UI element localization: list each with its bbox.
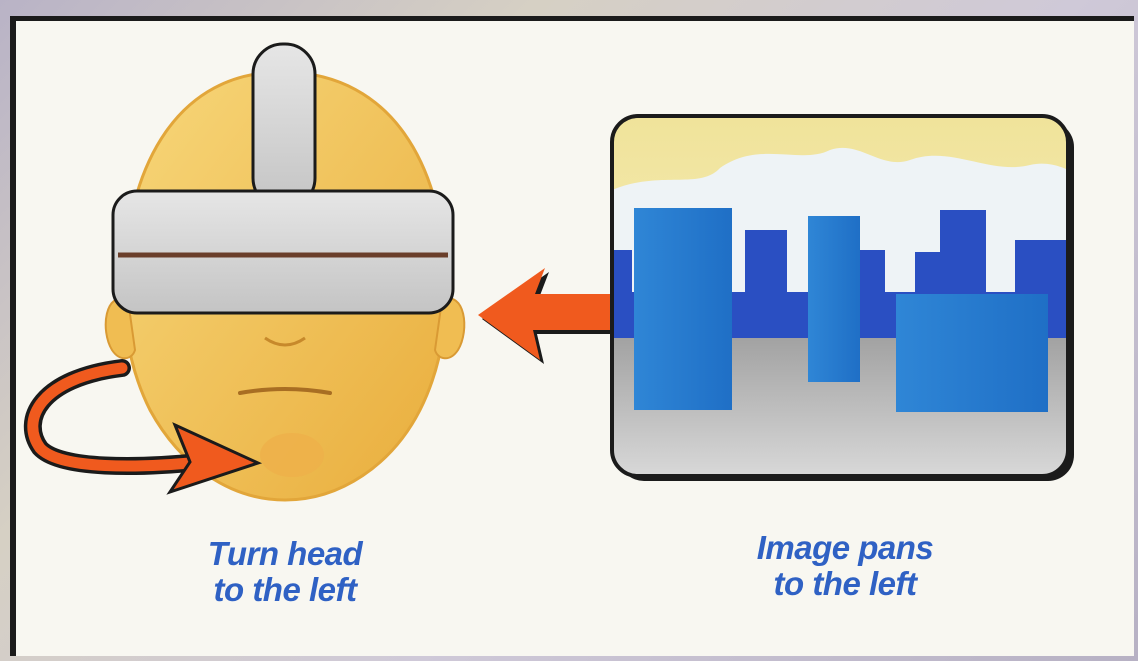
arrow-left-icon <box>478 268 616 364</box>
caption-image-pans-line-1: Image pans <box>700 530 990 566</box>
caption-turn-head: Turn head to the left <box>170 536 400 608</box>
caption-turn-head-line-1: Turn head <box>170 536 400 572</box>
caption-image-pans-line-2: to the left <box>700 566 990 602</box>
city-skyline-icon <box>612 116 1074 481</box>
caption-image-pans: Image pans to the left <box>700 530 990 602</box>
vr-headset-head-icon <box>106 44 465 500</box>
caption-turn-head-line-2: to the left <box>170 572 400 608</box>
